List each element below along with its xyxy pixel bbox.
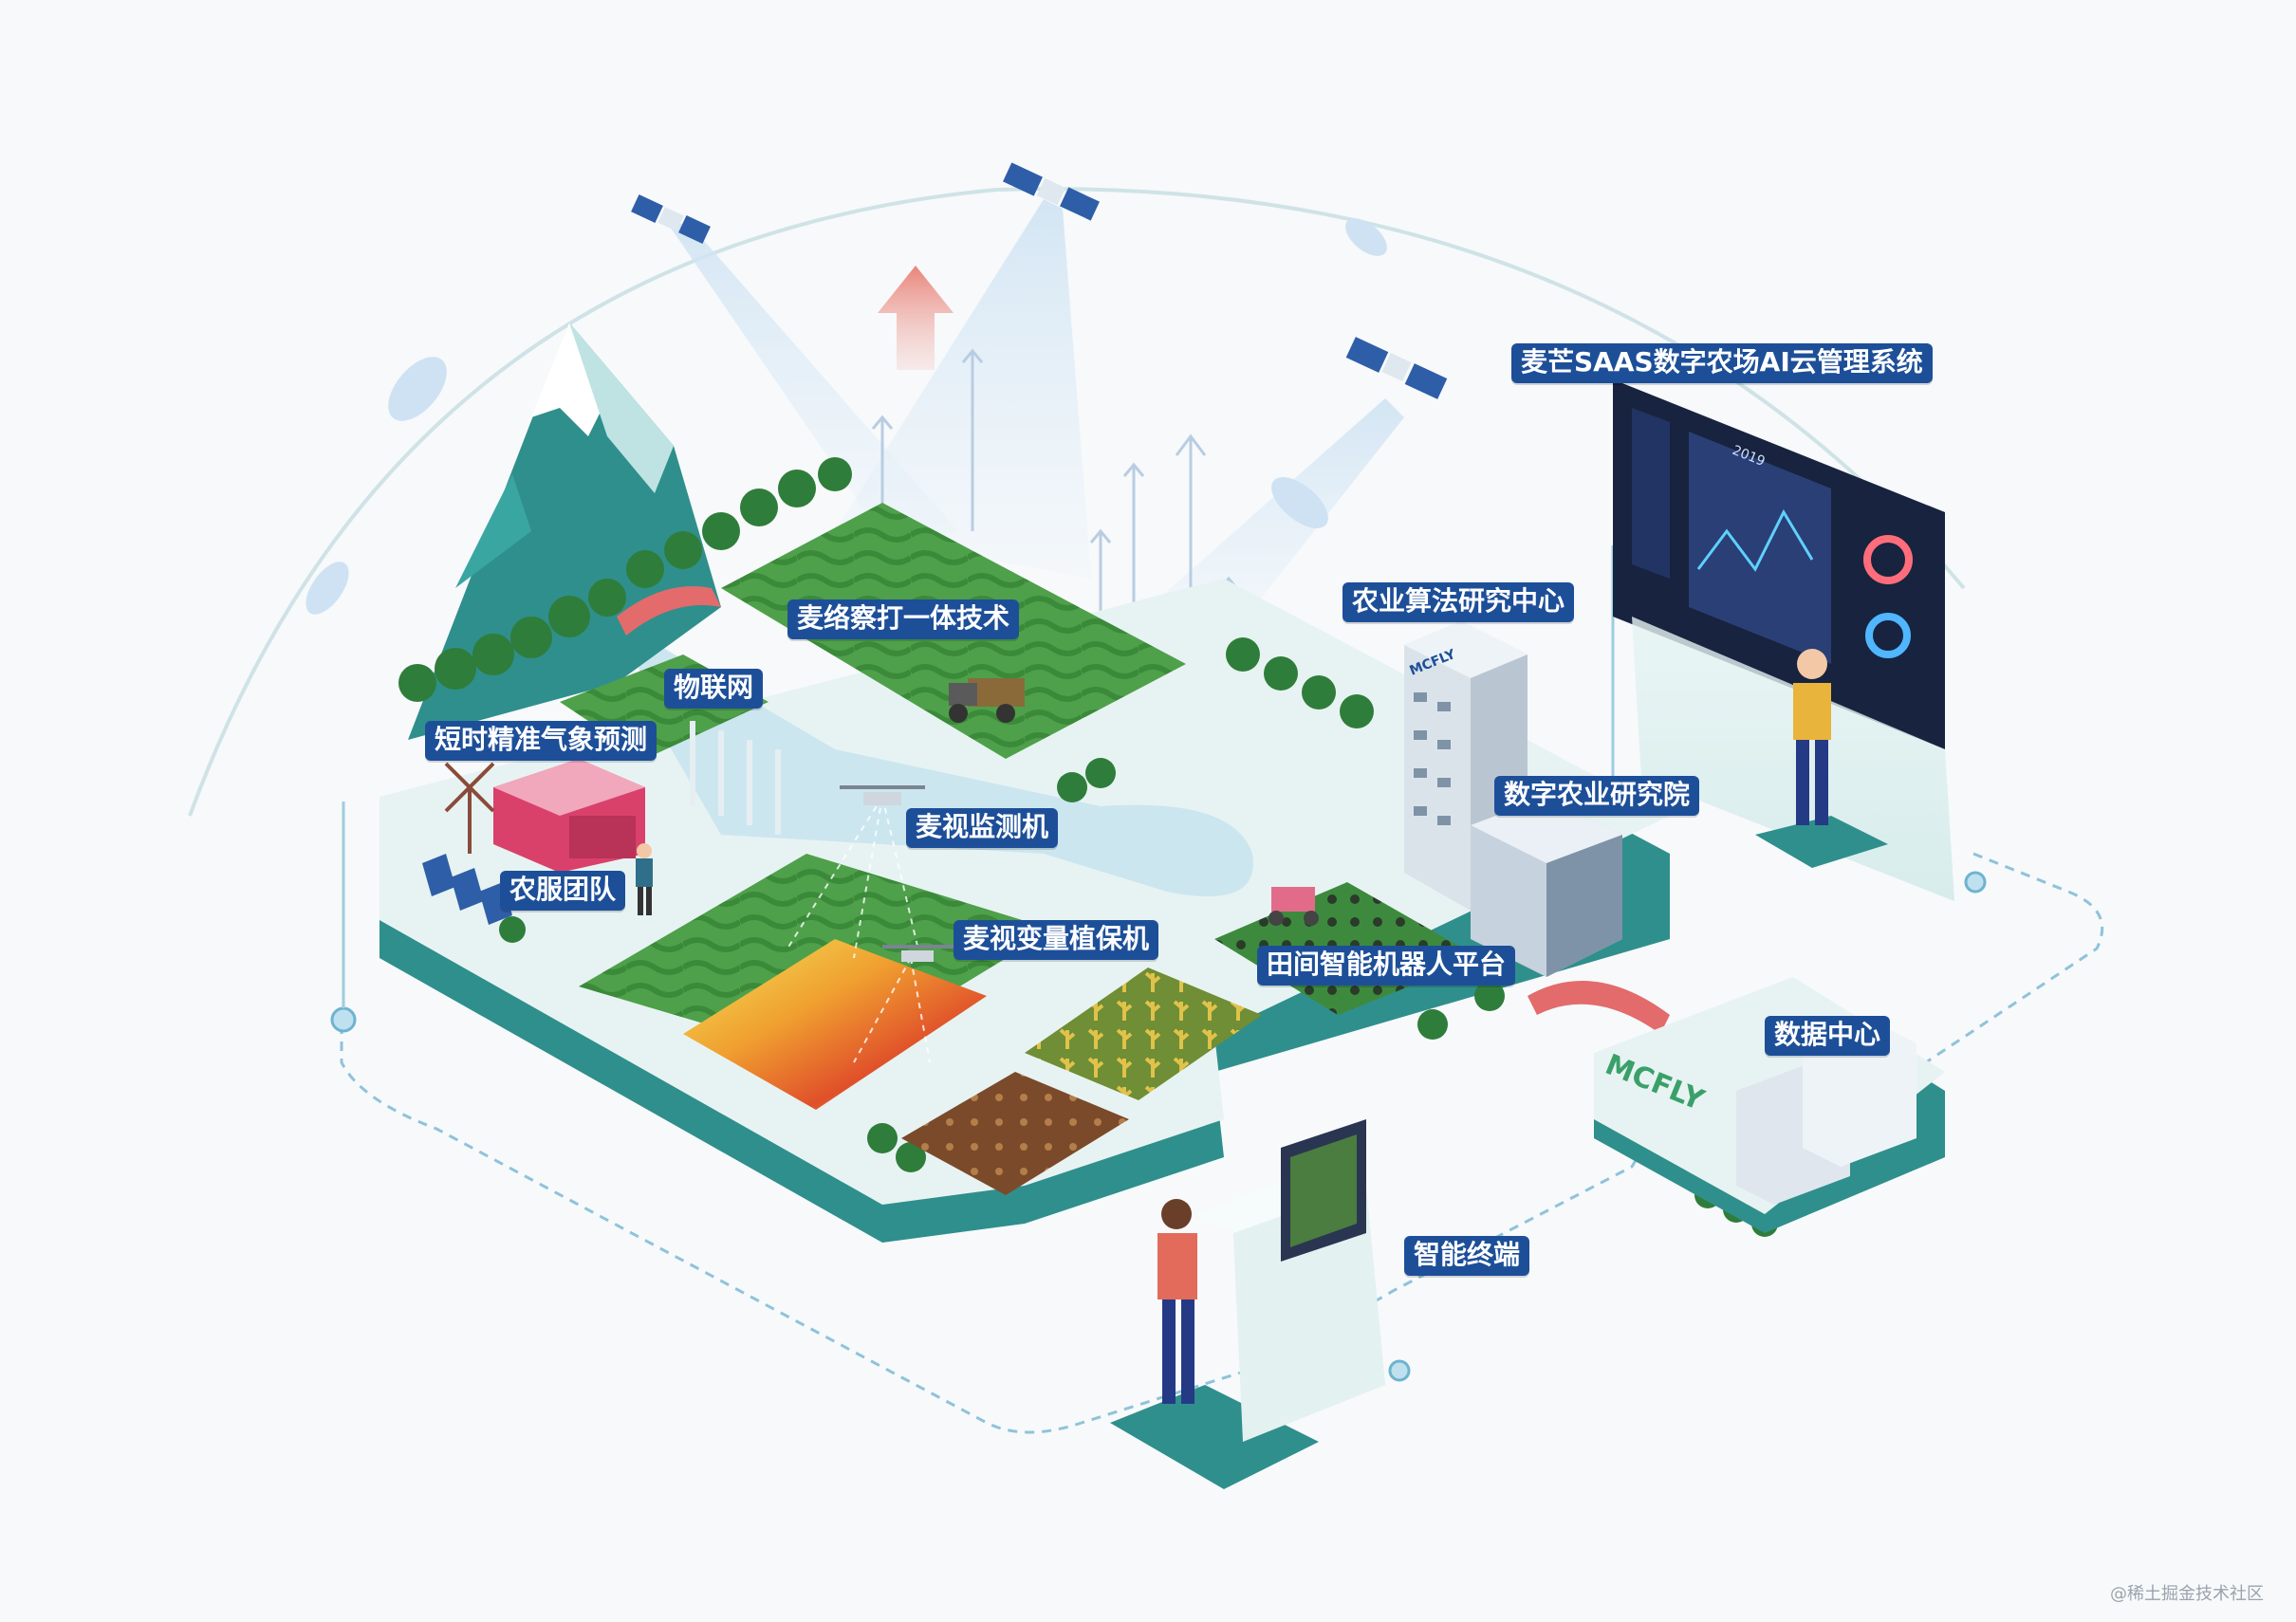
smart-terminal-kiosk [1110,1119,1385,1489]
soil-plot [901,1072,1129,1195]
solar-panel-icon [422,854,512,925]
screen-stand [1632,617,1954,901]
network-node-icon [1964,871,1987,894]
label-spray-tech: 麦络察打一体技术 [787,599,1020,639]
bridge-icon [617,586,721,636]
satellite-beam-center [835,199,1091,579]
water-channel [626,626,1253,896]
network-link [340,1024,1662,1434]
person-icon [1157,1199,1197,1404]
trees [398,457,1778,1237]
label-service-team: 农服团队 [500,871,626,911]
label-data-center: 数据中心 [1765,1016,1891,1056]
label-monitor-drone: 麦视监测机 [906,808,1059,848]
drone-beam [787,796,931,1063]
network-node-icon [1388,1359,1411,1382]
windmill-icon [444,762,495,854]
label-variable-sprayer: 麦视变量植保机 [954,920,1159,960]
satellite-icon [631,194,711,244]
drone-icon [882,945,954,962]
drone-icon [840,785,925,805]
corn-plot [1025,968,1262,1100]
label-saas-system: 麦芒SAAS数字农场AI云管理系统 [1511,343,1933,383]
person-icon [636,843,653,915]
saas-dashboard-screen [1613,379,1945,749]
label-digital-institute: 数字农业研究院 [1494,776,1700,816]
watermark: @稀土掘金技术社区 [2110,1584,2264,1604]
cloud-icon [1271,477,1328,528]
weather-station-building [493,759,645,873]
cloud-icon [306,562,349,615]
robot-icon [1268,887,1319,926]
heatmap-field [683,939,987,1110]
label-weather: 短时精准气象预测 [425,721,657,761]
label-iot: 物联网 [664,669,764,709]
network-link [1925,852,2104,1064]
tractor-icon [949,678,1025,723]
cloud-icon [1345,218,1387,256]
person-icon [1755,649,1888,868]
satellite-icon [1003,162,1100,221]
satellite-icon [1345,337,1448,399]
label-smart-terminal: 智能终端 [1404,1236,1530,1276]
label-algorithm-center: 农业算法研究中心 [1342,582,1575,622]
satellite-beam-right [1139,398,1404,645]
network-node-icon [330,1006,357,1033]
digital-institute-building [1471,797,1622,977]
bridge-icon [1528,981,1670,1034]
cloud-icon [388,357,447,421]
iot-sensor-icon [690,721,781,835]
label-field-robot: 田间智能机器人平台 [1257,946,1516,986]
growth-arrow-icon [878,266,954,370]
